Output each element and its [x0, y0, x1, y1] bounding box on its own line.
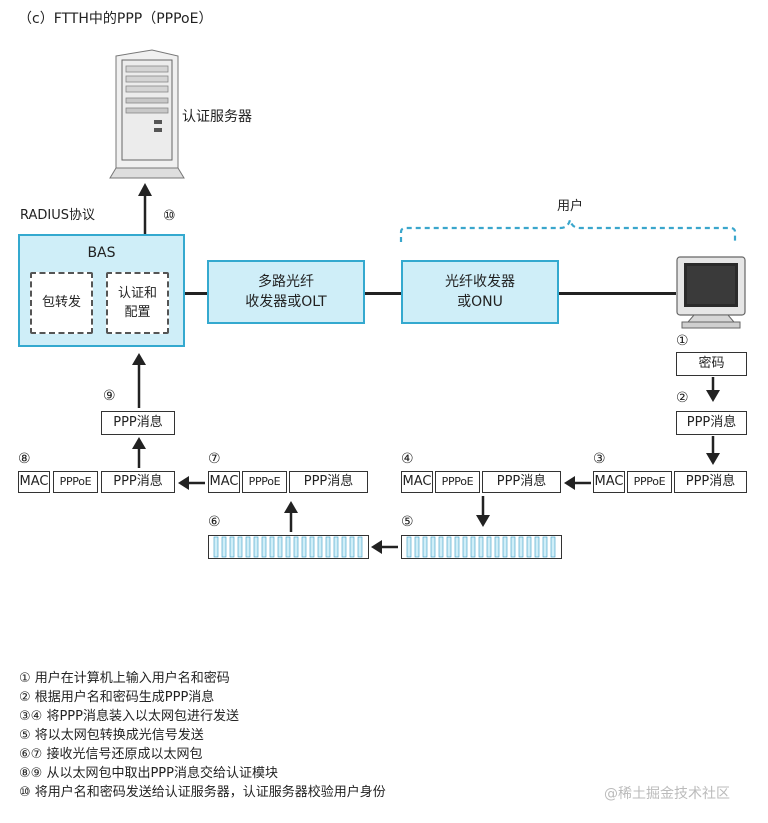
- onu-label-2: 或ONU: [457, 294, 503, 310]
- note-6: ⑧⑨ 从以太网包中取出PPP消息交给认证模块: [19, 766, 278, 781]
- step-8-marker: ⑧: [18, 451, 31, 467]
- pppoe-header: PPPoE: [53, 471, 98, 493]
- arrow-up-icon: [284, 501, 298, 532]
- link-olt-onu: [365, 292, 401, 295]
- auth-config-label-2: 配置: [124, 305, 151, 320]
- mac-header: MAC: [593, 471, 625, 493]
- packet-forwarding-module: 包转发: [30, 272, 93, 334]
- note-7: ⑩ 将用户名和密码发送给认证服务器，认证服务器校验用户身份: [19, 785, 386, 800]
- note-4: ⑤ 将以太网包转换成光信号发送: [19, 728, 204, 743]
- user-label: 用户: [557, 199, 584, 214]
- note-5: ⑥⑦ 接收光信号还原成以太网包: [19, 747, 203, 762]
- mac-header: MAC: [18, 471, 50, 493]
- note-1: ① 用户在计算机上输入用户名和密码: [19, 671, 230, 686]
- ppp-message-box-2: PPP消息: [676, 411, 747, 435]
- olt-label-1: 多路光纤: [258, 274, 314, 290]
- auth-server-label: 认证服务器: [182, 109, 252, 125]
- step-4-marker: ④: [401, 451, 414, 467]
- step-9-marker: ⑨: [103, 388, 116, 404]
- link-onu-pc: [559, 292, 676, 295]
- arrow-up-icon: [132, 437, 146, 468]
- link-bas-olt: [185, 292, 207, 295]
- crt-monitor-icon: [676, 256, 746, 329]
- mac-header: MAC: [208, 471, 240, 493]
- arrow-left-icon: [371, 540, 398, 554]
- ppp-message-box-4: PPP消息: [482, 471, 561, 493]
- optical-signal-stripes-icon: [401, 535, 562, 559]
- bas-box: BAS 包转发 认证和 配置: [18, 234, 185, 347]
- arrow-down-icon: [476, 496, 490, 527]
- onu-label-1: 光纤收发器: [445, 274, 515, 290]
- note-3: ③④ 将PPP消息装入以太网包进行发送: [19, 709, 239, 724]
- user-bracket: [399, 219, 737, 242]
- pppoe-header: PPPoE: [242, 471, 287, 493]
- figure-title: （c）FTTH中的PPP（PPPoE）: [18, 11, 213, 27]
- auth-config-module: 认证和 配置: [106, 272, 169, 334]
- step-3-marker: ③: [593, 451, 606, 467]
- auth-config-label-1: 认证和: [117, 286, 157, 301]
- note-2: ② 根据用户名和密码生成PPP消息: [19, 690, 215, 705]
- arrow-left-icon: [564, 476, 591, 490]
- onu-box: 光纤收发器 或ONU: [401, 260, 559, 324]
- arrow-up-icon: [138, 183, 152, 234]
- bas-title: BAS: [87, 245, 116, 261]
- step-1-marker: ①: [676, 333, 689, 349]
- optical-signal-stripes-icon: [208, 535, 369, 559]
- ppp-message-box-3: PPP消息: [674, 471, 747, 493]
- mac-header: MAC: [401, 471, 433, 493]
- arrow-down-icon: [706, 377, 720, 402]
- radius-protocol-label: RADIUS协议: [20, 208, 96, 223]
- pppoe-header: PPPoE: [627, 471, 672, 493]
- olt-box: 多路光纤 收发器或OLT: [207, 260, 365, 324]
- step-6-marker: ⑥: [208, 514, 221, 530]
- ppp-message-box-9: PPP消息: [101, 411, 175, 435]
- ppp-message-box-8: PPP消息: [101, 471, 175, 493]
- pppoe-header: PPPoE: [435, 471, 480, 493]
- step-10-marker: ⑩: [163, 208, 176, 224]
- olt-label-2: 收发器或OLT: [245, 294, 327, 310]
- arrow-left-icon: [178, 476, 205, 490]
- watermark: @稀土掘金技术社区: [604, 786, 730, 802]
- password-box: 密码: [676, 352, 747, 376]
- step-7-marker: ⑦: [208, 451, 221, 467]
- ppp-message-box-7: PPP消息: [289, 471, 368, 493]
- step-5-marker: ⑤: [401, 514, 414, 530]
- arrow-down-icon: [706, 436, 720, 465]
- packet-forwarding-label: 包转发: [41, 295, 81, 310]
- server-tower-icon: [109, 49, 185, 179]
- step-2-marker: ②: [676, 390, 689, 406]
- arrow-up-icon: [132, 353, 146, 408]
